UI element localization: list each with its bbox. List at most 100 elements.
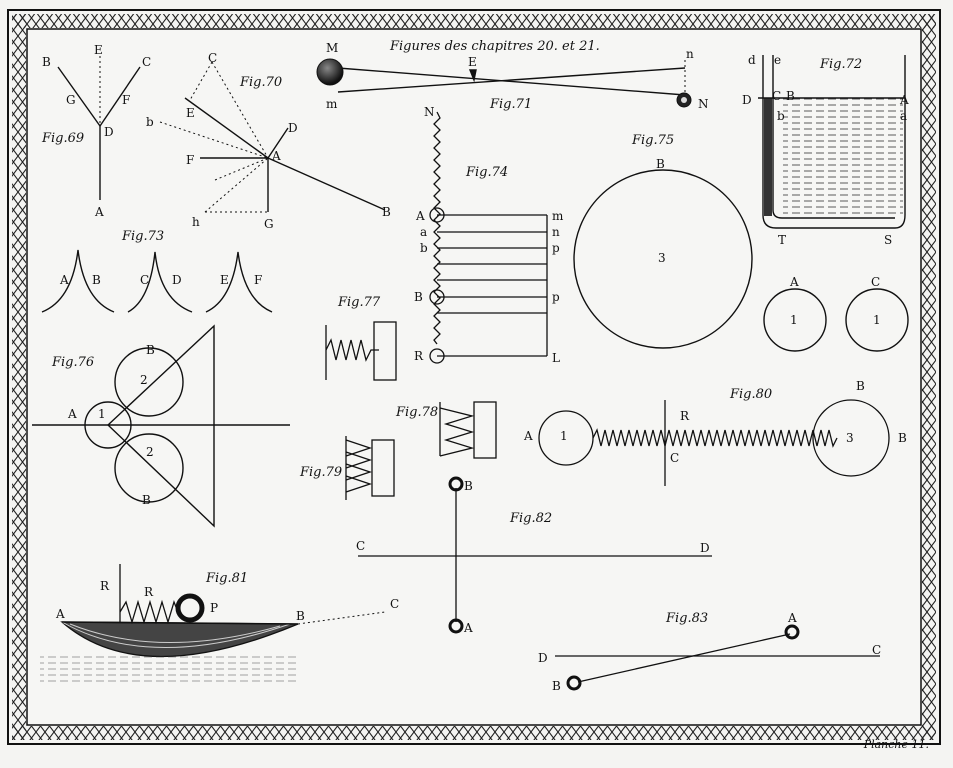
fig70-label: Fig.70 bbox=[239, 75, 282, 90]
fig72-point-C: C bbox=[772, 89, 781, 103]
fig76-point-B-top: B bbox=[146, 343, 155, 357]
fig72-point-e: e bbox=[774, 53, 781, 67]
fig70-point-E: E bbox=[186, 106, 195, 120]
fig81-ball-P bbox=[175, 593, 205, 623]
fig72-point-B: B bbox=[786, 89, 795, 103]
fig79-label: Fig.79 bbox=[299, 465, 342, 480]
fig71-ball-N-highlight bbox=[681, 97, 687, 103]
fig69-point-F: F bbox=[122, 93, 130, 107]
fig74-point-B: B bbox=[414, 290, 423, 304]
figure-71 bbox=[337, 60, 686, 96]
fig80-label: Fig.80 bbox=[729, 387, 772, 402]
figure-75 bbox=[573, 169, 909, 352]
fig81-point-P: P bbox=[210, 601, 218, 615]
plate-number-caption: Planche 11. bbox=[863, 738, 929, 751]
fig81-point-R-spring: R bbox=[144, 585, 154, 599]
fig80-point-B-top: B bbox=[856, 379, 865, 393]
fig70-point-b: b bbox=[146, 115, 154, 129]
fig72-point-T: T bbox=[778, 233, 786, 247]
fig81-point-A: A bbox=[55, 607, 65, 621]
fig70-point-A: A bbox=[271, 149, 281, 163]
fig69-point-C: C bbox=[142, 55, 151, 69]
fig81-point-B: B bbox=[296, 609, 305, 623]
fig80-point-B-right: B bbox=[898, 431, 907, 445]
fig74-point-b: b bbox=[420, 241, 428, 255]
fig72-point-a: a bbox=[900, 109, 907, 123]
figure-79 bbox=[345, 436, 395, 500]
figure-81 bbox=[40, 564, 386, 686]
fig82-point-A: A bbox=[463, 621, 473, 635]
fig75-number-3: 3 bbox=[658, 251, 666, 265]
fig82-point-B: B bbox=[464, 479, 473, 493]
fig70-point-C: C bbox=[208, 51, 217, 65]
fig71-point-E: E bbox=[468, 55, 477, 69]
fig71-label: Fig.71 bbox=[489, 97, 532, 112]
fig75b-number-1a: 1 bbox=[790, 313, 798, 327]
fig82-point-C: C bbox=[356, 539, 365, 553]
fig83-point-A: A bbox=[787, 611, 797, 625]
fig76-number-1: 1 bbox=[98, 407, 106, 421]
fig76-number-2-bottom: 2 bbox=[146, 445, 154, 459]
fig73-point-E: E bbox=[220, 273, 229, 287]
figure-70 bbox=[159, 61, 386, 213]
fig75-point-B: B bbox=[656, 157, 665, 171]
fig74-point-m: m bbox=[552, 209, 564, 223]
fig75b-point-C: C bbox=[871, 275, 880, 289]
fig73-point-A: A bbox=[59, 273, 69, 287]
fig80-point-C: C bbox=[670, 451, 679, 465]
fig70-point-F: F bbox=[186, 153, 194, 167]
fig73-label: Fig.73 bbox=[121, 229, 164, 244]
fig71-point-N: N bbox=[698, 97, 709, 111]
fig72-point-A: A bbox=[899, 93, 909, 107]
figure-69 bbox=[57, 56, 141, 200]
fig73-point-C: C bbox=[140, 273, 149, 287]
fig70-point-B: B bbox=[382, 205, 391, 219]
figure-82 bbox=[358, 488, 712, 622]
fig80-number-3: 3 bbox=[846, 431, 854, 445]
fig74-point-p: p bbox=[552, 241, 560, 255]
fig74-point-p2: p bbox=[552, 290, 560, 304]
fig83-point-D: D bbox=[538, 651, 548, 665]
fig74-point-N: N bbox=[424, 105, 435, 119]
fig74-point-A: A bbox=[415, 209, 425, 223]
fig72-label: Fig.72 bbox=[819, 57, 862, 72]
fig76-point-A: A bbox=[67, 407, 77, 421]
fig71-point-m: m bbox=[326, 97, 338, 111]
fig83-ball-B bbox=[566, 675, 582, 691]
fig82-label: Fig.82 bbox=[509, 511, 552, 526]
fig74-label: Fig.74 bbox=[465, 165, 508, 180]
fig72-point-d: d bbox=[748, 53, 756, 67]
figure-74 bbox=[429, 111, 548, 364]
fig83-label: Fig.83 bbox=[665, 611, 708, 626]
fig80-point-A: A bbox=[523, 429, 533, 443]
fig83-point-B: B bbox=[552, 679, 561, 693]
fig75-label: Fig.75 bbox=[631, 133, 674, 148]
fig74-point-L: L bbox=[552, 351, 560, 365]
fig82-ball-A bbox=[448, 618, 464, 634]
fig69-label: Fig.69 bbox=[41, 131, 84, 146]
fig69-point-G: G bbox=[66, 93, 76, 107]
figure-77 bbox=[325, 321, 397, 381]
fig70-point-G: G bbox=[264, 217, 274, 231]
fig74-point-a: a bbox=[420, 225, 427, 239]
figure-80 bbox=[538, 399, 890, 486]
fig69-point-B: B bbox=[42, 55, 51, 69]
fig83-ball-A bbox=[784, 624, 800, 640]
fig77-label: Fig.77 bbox=[337, 295, 381, 310]
fig78-label: Fig.78 bbox=[395, 405, 438, 420]
fig75b-number-1b: 1 bbox=[873, 313, 881, 327]
figure-78 bbox=[439, 401, 497, 459]
fig72-point-S: S bbox=[884, 233, 892, 247]
fig69-point-A: A bbox=[94, 205, 104, 219]
figure-73 bbox=[41, 249, 273, 313]
fig82-ball-B bbox=[448, 476, 464, 492]
fig75b-point-A: A bbox=[789, 275, 799, 289]
fig81-point-R-left: R bbox=[100, 579, 110, 593]
fig76-point-B-bottom: B bbox=[142, 493, 151, 507]
fig80-number-1: 1 bbox=[560, 429, 568, 443]
fig73-point-F: F bbox=[254, 273, 262, 287]
fig83-point-C: C bbox=[872, 643, 881, 657]
fig70-point-h: h bbox=[192, 215, 200, 229]
fig76-label: Fig.76 bbox=[51, 355, 94, 370]
